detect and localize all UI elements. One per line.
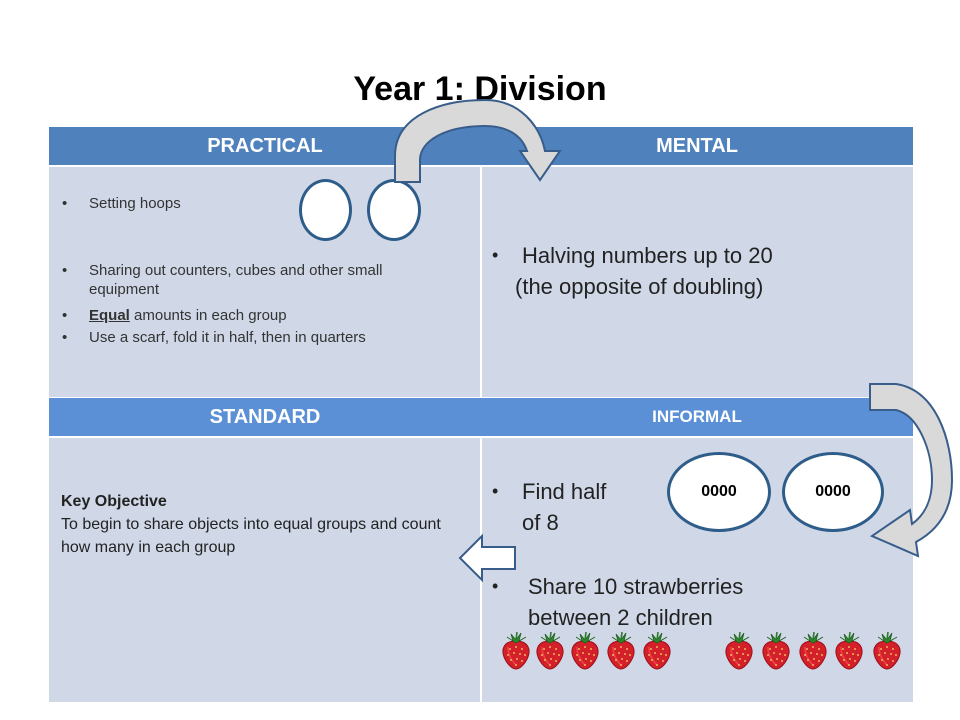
strawberry-icon bbox=[722, 632, 756, 670]
hoop-left-informal: 0000 bbox=[667, 452, 771, 532]
strawberry-icon bbox=[640, 632, 674, 670]
mental-text: • Halving numbers up to 20 (the opposite… bbox=[492, 243, 773, 299]
equal-word: Equal bbox=[89, 307, 130, 324]
curved-arrow-icon bbox=[394, 98, 562, 183]
strawberry-icon bbox=[568, 632, 602, 670]
list-item: • Equal amounts in each group bbox=[62, 307, 287, 324]
hoop-right-practical bbox=[367, 179, 421, 241]
strawberry-icon bbox=[533, 632, 567, 670]
hoop-right-informal: 0000 bbox=[782, 452, 884, 532]
strawberry-icon bbox=[796, 632, 830, 670]
find-half-text: • Find half of 8 bbox=[492, 479, 607, 535]
standard-cell bbox=[49, 438, 480, 702]
left-arrow-icon bbox=[458, 534, 516, 583]
strawberry-icon bbox=[759, 632, 793, 670]
key-objective: Key Objective To begin to share objects … bbox=[61, 493, 441, 556]
strawberry-icon bbox=[870, 632, 904, 670]
list-item: • Use a scarf, fold it in half, then in … bbox=[62, 329, 366, 346]
share-strawberries-text: • Share 10 strawberries between 2 childr… bbox=[492, 574, 744, 630]
list-item: • Setting hoops bbox=[62, 195, 181, 212]
strawberry-icon bbox=[604, 632, 638, 670]
curved-arrow-icon bbox=[869, 383, 954, 558]
hoop-left-practical bbox=[299, 179, 352, 241]
header-informal: INFORMAL bbox=[481, 398, 913, 436]
mental-cell bbox=[482, 167, 913, 397]
list-item: • Sharing out counters, cubes and other … bbox=[62, 262, 383, 298]
header-standard: STANDARD bbox=[49, 398, 481, 436]
strawberry-icon bbox=[832, 632, 866, 670]
strawberry-icon bbox=[499, 632, 533, 670]
